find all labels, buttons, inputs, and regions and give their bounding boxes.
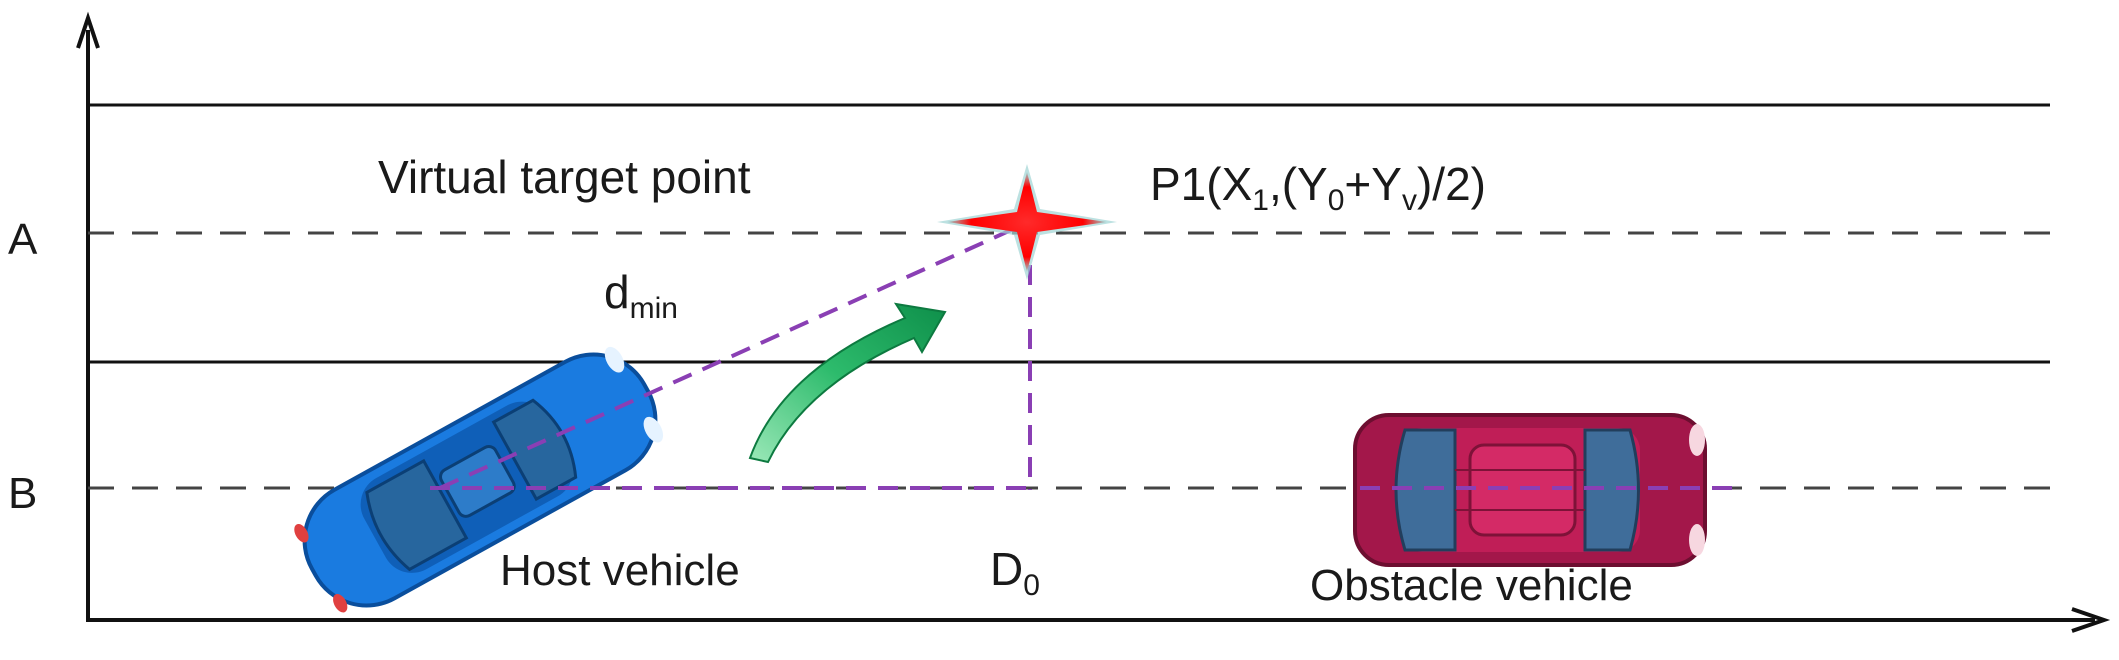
dmin-label: dmin <box>604 266 678 325</box>
dmin-guide-line <box>439 224 1021 490</box>
p1-coordinate-label: P1(X1,(Y0+Yv)/2) <box>1150 158 1486 217</box>
obstacle-vehicle-label: Obstacle vehicle <box>1310 561 1633 610</box>
host-vehicle-icon <box>294 346 664 613</box>
d0-label: D0 <box>990 543 1040 602</box>
host-vehicle-label: Host vehicle <box>500 546 740 595</box>
lane-label-a: A <box>8 215 38 264</box>
y-axis-arrowhead <box>76 11 100 49</box>
virtual-target-label: Virtual target point <box>378 151 751 203</box>
target-star-icon <box>937 164 1117 280</box>
lane-change-arrow-icon <box>748 302 947 464</box>
x-axis-arrowhead <box>2071 607 2111 633</box>
lane-label-b: B <box>8 469 37 518</box>
